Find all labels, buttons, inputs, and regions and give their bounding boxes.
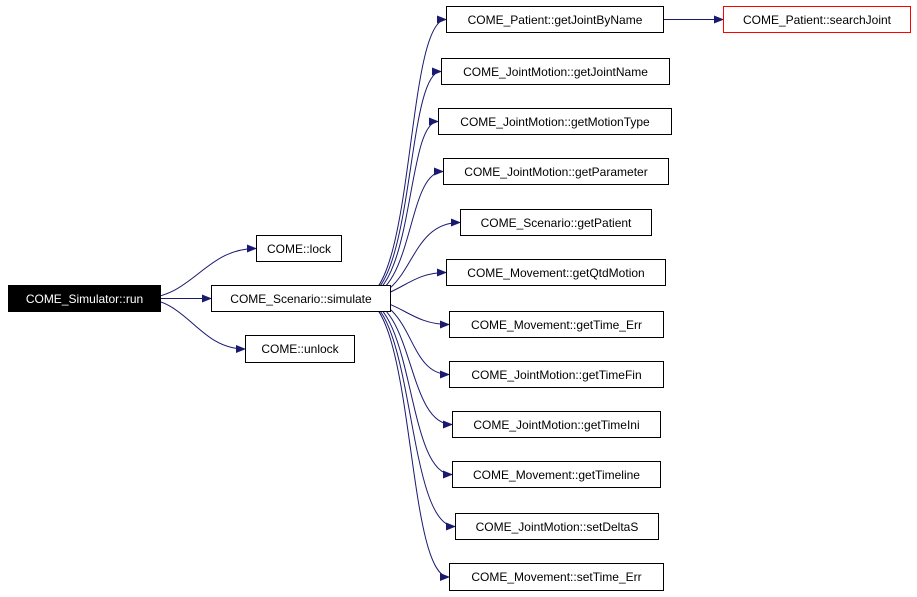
node-come-movement-getqtdmotion[interactable]: COME_Movement::getQtdMotion [446, 259, 666, 286]
node-come-jointmotion-getmotiontype[interactable]: COME_JointMotion::getMotionType [438, 108, 672, 135]
node-come-movement-gettimeline[interactable]: COME_Movement::getTimeline [452, 461, 661, 488]
node-come-jointmotion-setdeltas[interactable]: COME_JointMotion::setDeltaS [455, 513, 659, 540]
edge-simulate-to-get-joint-name [360, 67, 442, 299]
node-come-lock[interactable]: COME::lock [256, 235, 342, 262]
edge-simulate-to-get-joint-by-name [360, 15, 447, 299]
edge-simulate-to-set-delta-s [360, 298, 456, 531]
node-come-patient-getjointbyname[interactable]: COME_Patient::getJointByName [446, 6, 664, 33]
node-come-scenario-getpatient[interactable]: COME_Scenario::getPatient [460, 209, 652, 236]
node-come-jointmotion-getparameter[interactable]: COME_JointMotion::getParameter [443, 158, 669, 185]
edge-simulate-to-get-time-ini [360, 298, 453, 429]
edge-simulate-to-get-timeline [360, 298, 453, 479]
node-come-jointmotion-gettimefin[interactable]: COME_JointMotion::getTimeFin [449, 361, 664, 388]
node-come-unlock[interactable]: COME::unlock [245, 335, 355, 363]
edge-simulate-to-get-motion-type [360, 117, 439, 299]
node-come-scenario-simulate[interactable]: COME_Scenario::simulate [211, 285, 391, 312]
node-come-jointmotion-getjointname[interactable]: COME_JointMotion::getJointName [441, 58, 670, 85]
edge-simulate-to-set-time-err [360, 298, 450, 581]
node-come-movement-gettime-err[interactable]: COME_Movement::getTime_Err [449, 311, 664, 338]
node-come-movement-settime-err[interactable]: COME_Movement::setTime_Err [449, 563, 664, 591]
node-come-simulator-run: COME_Simulator::run [8, 285, 161, 312]
node-come-patient-searchjoint[interactable]: COME_Patient::searchJoint [723, 6, 911, 33]
node-come-jointmotion-gettimeini[interactable]: COME_JointMotion::getTimeIni [452, 411, 661, 438]
